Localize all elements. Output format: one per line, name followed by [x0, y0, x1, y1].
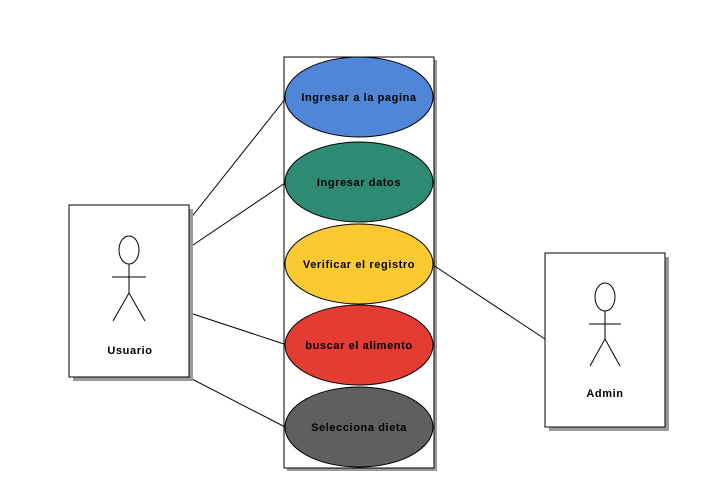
use-case-label: Verificar el registro — [303, 259, 415, 271]
association-usuario-buscar-alimento — [189, 312, 288, 346]
use-case-selecciona-dieta[interactable]: Selecciona dieta — [284, 386, 434, 468]
association-usuario-selecciona-dieta — [189, 377, 288, 429]
actor-name: Admin — [586, 388, 623, 400]
use-case-label: Ingresar datos — [317, 177, 401, 189]
use-case-buscar-alimento[interactable]: buscar el alimento — [284, 304, 434, 386]
association-usuario-ingresar-datos — [189, 182, 286, 248]
use-case-ellipse — [284, 141, 434, 223]
use-case-ingresar-pagina[interactable]: Ingresar a la pagina — [284, 56, 434, 138]
use-case-ellipse — [284, 386, 434, 468]
association-admin-verificar-registro — [432, 264, 546, 340]
actor-usuario[interactable]: Usuario — [68, 204, 193, 381]
stick-figure-icon — [589, 282, 621, 367]
use-case-ingresar-datos[interactable]: Ingresar datos — [284, 141, 434, 223]
use-case-label: Selecciona dieta — [311, 422, 407, 434]
actor-admin[interactable]: Admin — [544, 252, 669, 431]
use-case-label: Ingresar a la pagina — [301, 92, 417, 104]
actor-name: Usuario — [107, 345, 152, 357]
use-case-verificar-registro[interactable]: Verificar el registro — [284, 223, 434, 305]
use-case-label: buscar el alimento — [305, 340, 412, 352]
use-case-ellipse — [284, 223, 434, 305]
association-usuario-ingresar-pagina — [189, 97, 287, 220]
stick-figure-icon — [112, 235, 146, 322]
use-case-ellipse — [284, 304, 434, 386]
use-case-ellipse — [284, 56, 434, 138]
